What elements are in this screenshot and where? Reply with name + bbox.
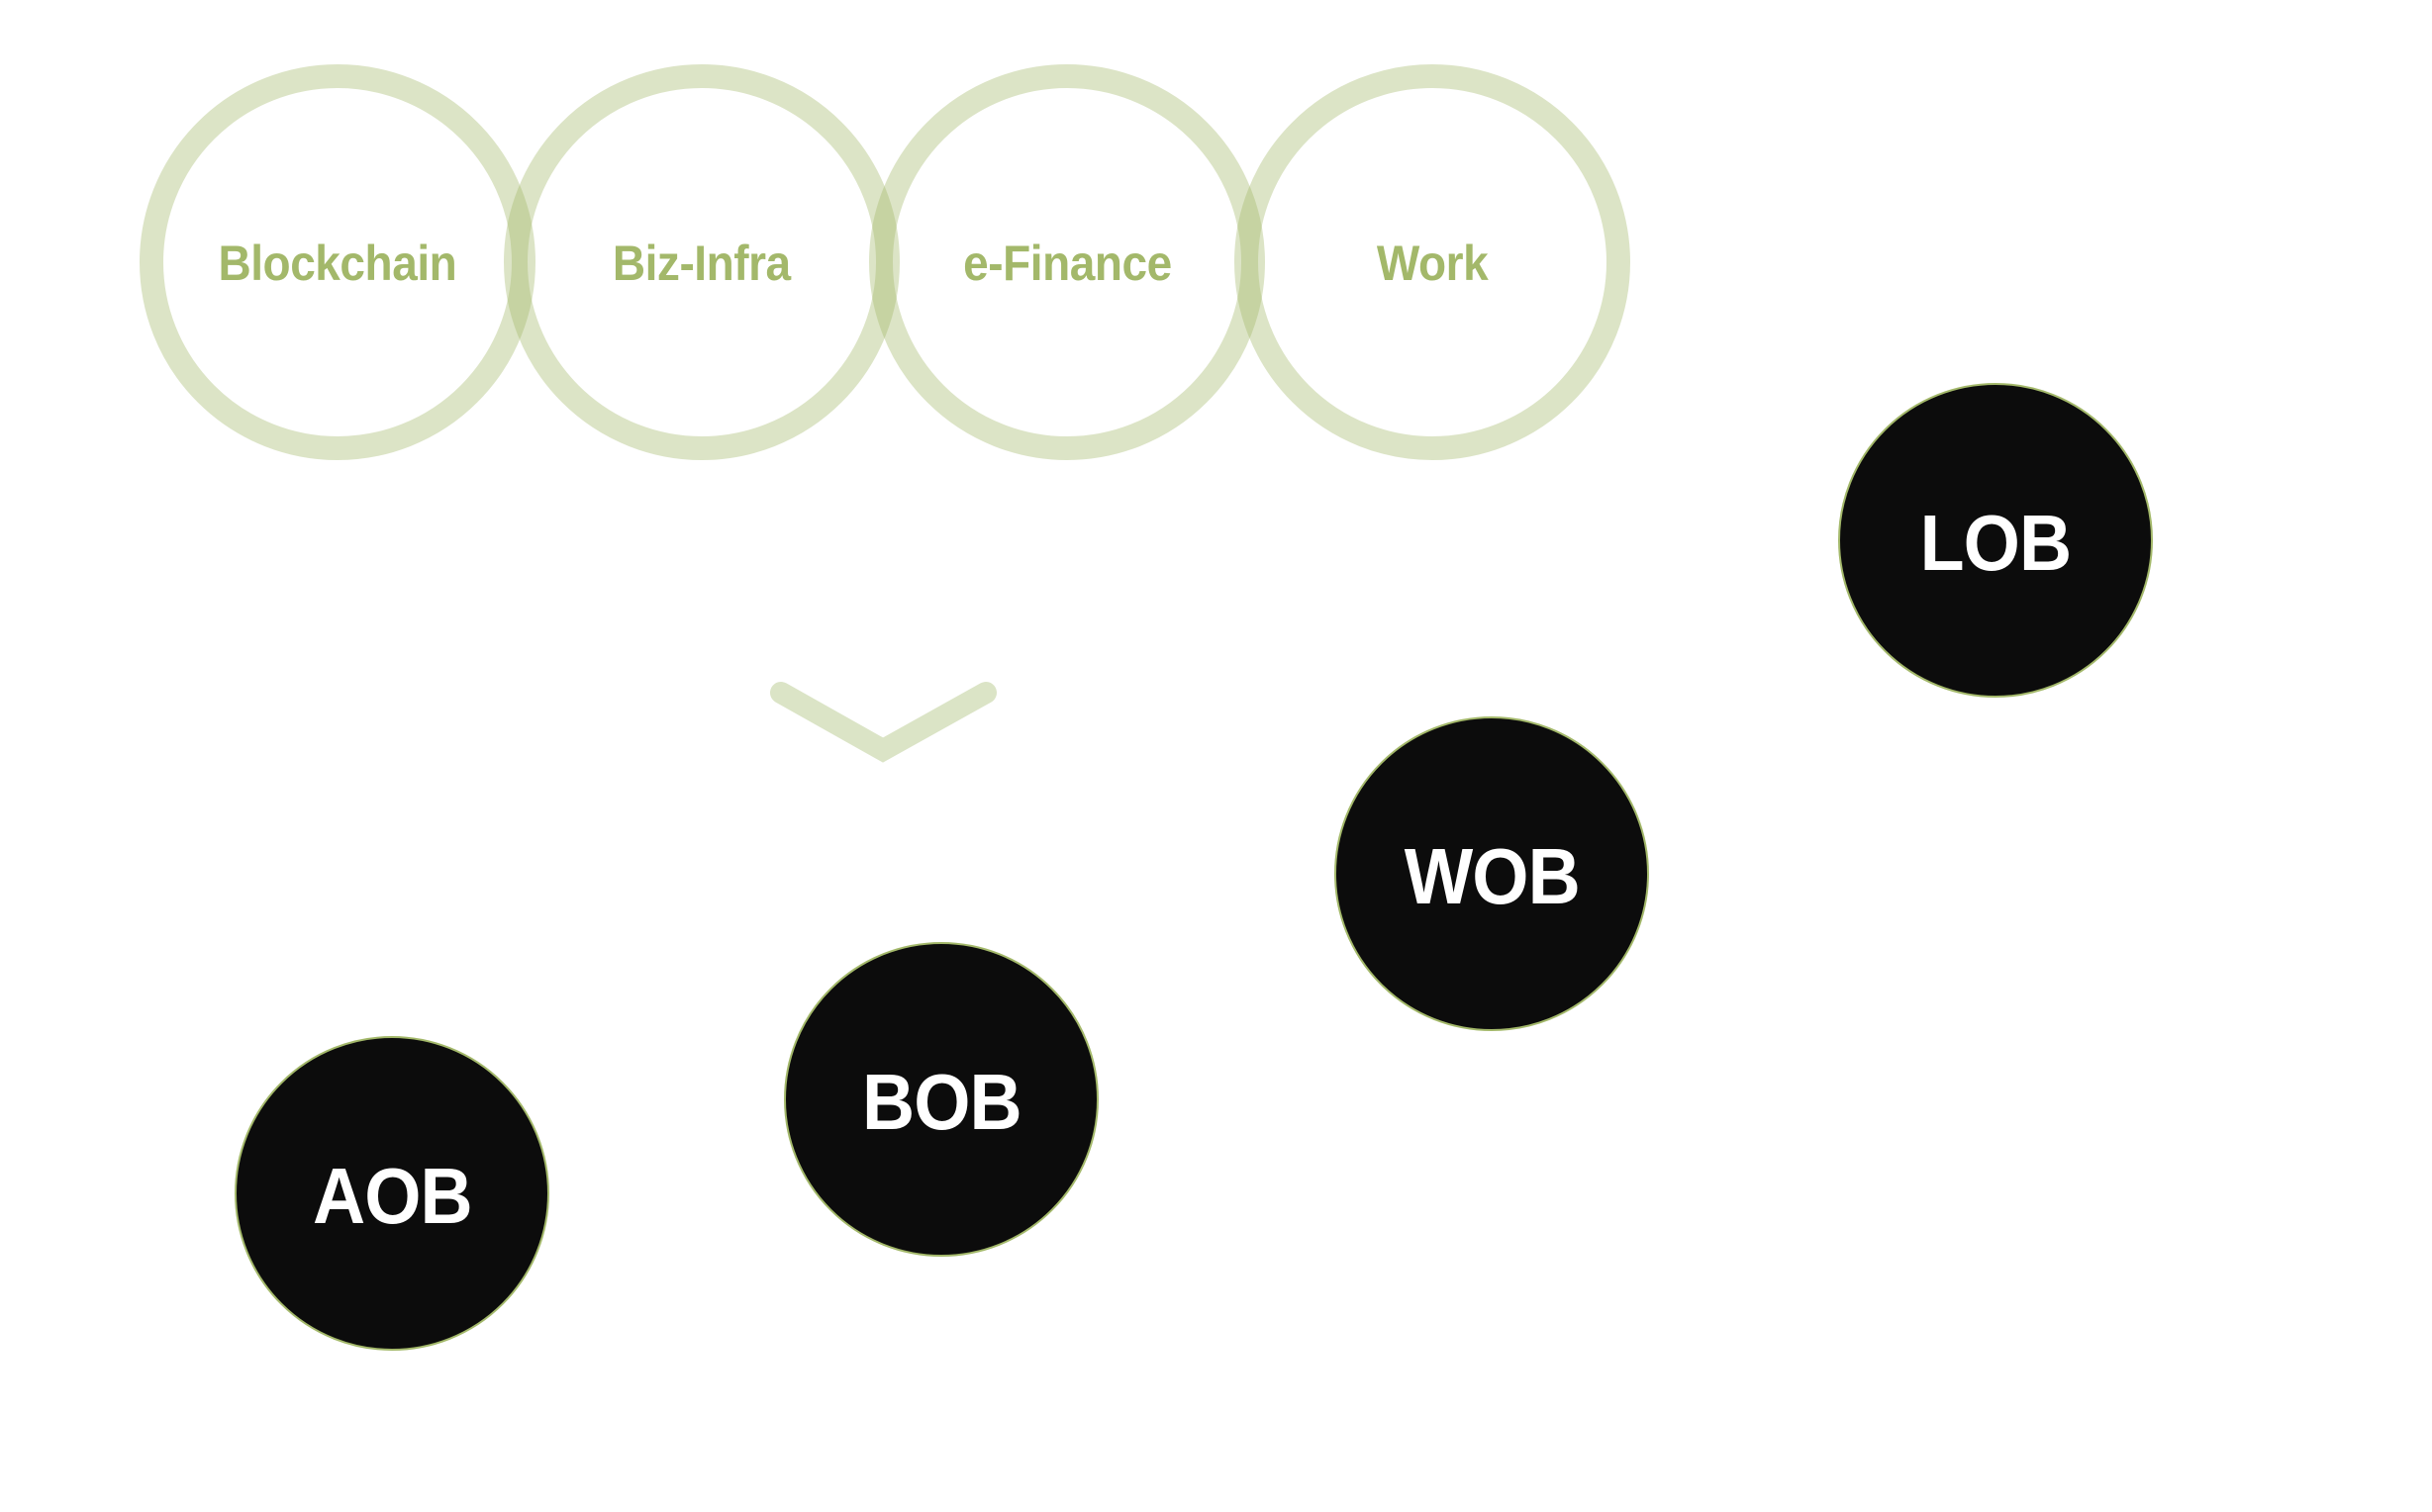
node-label: LOB — [1919, 499, 2073, 587]
category-ring-biz-infra: Biz-Infra — [504, 64, 900, 460]
node-label: AOB — [312, 1152, 473, 1240]
node-aob: AOB — [235, 1036, 549, 1351]
category-label: Biz-Infra — [613, 236, 791, 291]
category-ring-e-finance: e-Finance — [869, 64, 1265, 460]
node-bob: BOB — [784, 942, 1099, 1257]
chevron-stroke — [770, 682, 997, 763]
category-ring-work: Work — [1234, 64, 1630, 460]
node-lob: LOB — [1838, 383, 2153, 698]
node-wob: WOB — [1334, 716, 1649, 1031]
category-label: Work — [1376, 236, 1489, 291]
node-label: WOB — [1404, 832, 1580, 920]
category-label: Blockchain — [218, 236, 457, 291]
chevron-down-icon — [770, 682, 997, 763]
node-label: BOB — [861, 1058, 1022, 1146]
category-ring-blockchain: Blockchain — [140, 64, 535, 460]
category-label: e-Finance — [962, 236, 1172, 291]
